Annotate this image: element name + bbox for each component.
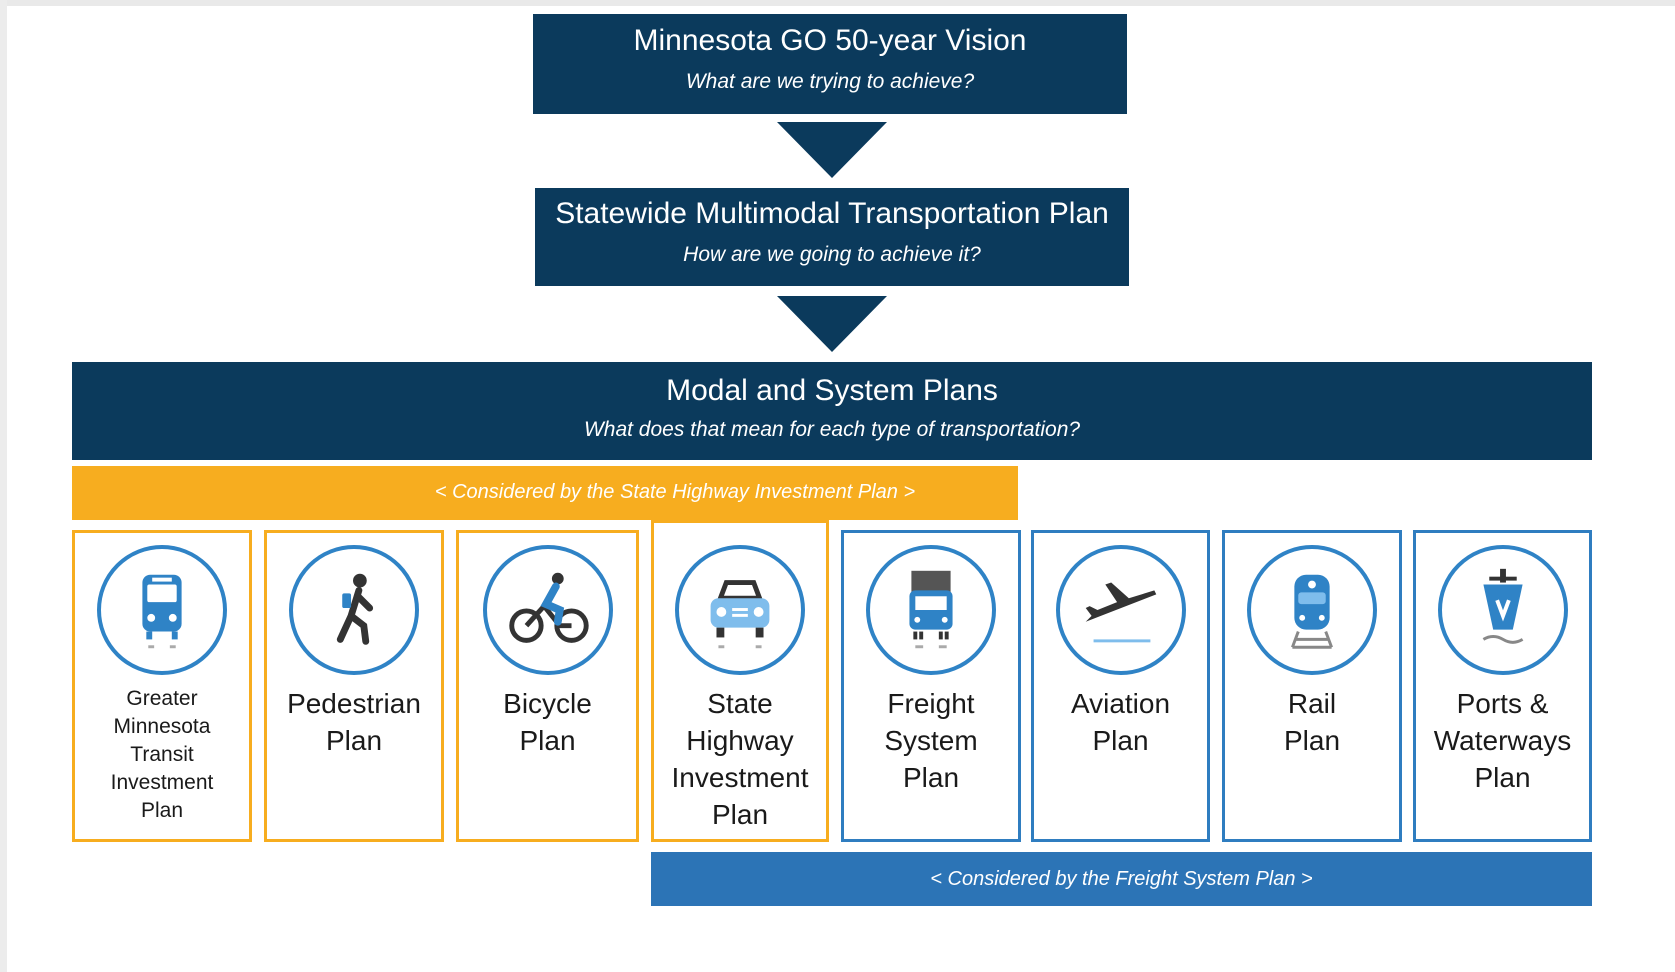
plan-label-line: Investment	[110, 771, 214, 794]
freight-band: < Considered by the Freight System Plan …	[651, 852, 1592, 906]
plan-label-line: Minnesota	[113, 715, 211, 738]
modal-title: Modal and System Plans	[666, 374, 998, 407]
plan-label-line: Highway	[686, 725, 794, 756]
highway-band: < Considered by the State Highway Invest…	[72, 466, 1018, 520]
modal-question: What does that mean for each type of tra…	[583, 418, 1081, 441]
plan-label-line: Transit	[130, 743, 194, 766]
plan-label-line: Plan	[1092, 725, 1149, 756]
plan-label-line: Plan	[1474, 762, 1531, 793]
plan-label-line: Freight	[887, 688, 975, 719]
modal-box: Modal and System Plans What does that me…	[72, 362, 1592, 460]
frame-top-edge	[0, 0, 1675, 6]
frame-left-edge	[0, 0, 7, 972]
plan-label-line: Plan	[519, 725, 576, 756]
smtp-box: Statewide Multimodal Transportation Plan…	[535, 188, 1129, 286]
plan-label-line: Aviation	[1070, 688, 1171, 719]
icon-circle	[289, 545, 419, 675]
smtp-title: Statewide Multimodal Transportation Plan	[555, 197, 1109, 230]
plan-label-line: Plan	[1283, 725, 1341, 756]
icon-circle	[1247, 545, 1377, 675]
plan-label-line: Greater	[126, 687, 198, 710]
vision-title: Minnesota GO 50-year Vision	[633, 24, 1027, 57]
vision-box: Minnesota GO 50-year Vision What are we …	[533, 14, 1127, 114]
vision-question: What are we trying to achieve?	[685, 70, 975, 93]
highway-band-label: < Considered by the State Highway Invest…	[434, 481, 916, 503]
icon-circle	[1437, 545, 1568, 675]
icon-circle	[482, 545, 613, 675]
plan-label-line: Investment	[671, 762, 809, 793]
icon-circle	[97, 545, 227, 675]
plan-label-line: Plan	[140, 799, 184, 822]
icon-circle	[1055, 545, 1186, 675]
plan-label-line: Pedestrian	[287, 688, 421, 719]
plan-label-line: Rail	[1287, 688, 1337, 719]
freight-band-label: < Considered by the Freight System Plan …	[930, 868, 1313, 890]
plan-label-line: Plan	[325, 725, 383, 756]
down-arrow-1	[777, 122, 887, 178]
down-arrow-2	[777, 296, 887, 352]
plan-label-line: Bicycle	[503, 688, 592, 719]
plan-label-line: System	[884, 725, 978, 756]
plan-label-line: Plan	[711, 799, 769, 830]
smtp-question: How are we going to achieve it?	[683, 243, 981, 266]
plan-label-line: Waterways	[1433, 725, 1572, 756]
icon-circle	[675, 545, 805, 675]
plan-label-line: State	[707, 688, 773, 719]
plan-label-line: Ports &	[1456, 688, 1549, 719]
plan-label-line: Plan	[902, 762, 960, 793]
icon-circle	[866, 545, 996, 675]
